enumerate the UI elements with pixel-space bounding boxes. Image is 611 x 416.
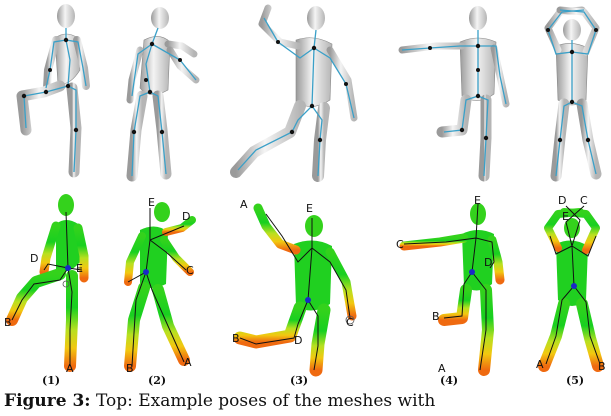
joint-label: E bbox=[306, 202, 313, 215]
distance-map-3: A E B D C bbox=[232, 198, 354, 370]
joint-label: D bbox=[294, 334, 302, 347]
joint-label: D bbox=[484, 256, 492, 269]
distance-map-2: E D C B A bbox=[126, 196, 194, 375]
mesh-pose-4 bbox=[402, 6, 506, 176]
joint-label: B bbox=[232, 332, 240, 345]
distance-map-4: E C D B A bbox=[396, 194, 500, 375]
joint-label: C bbox=[186, 264, 194, 277]
distance-map-5: D C E A B bbox=[536, 194, 606, 373]
joint-label: D bbox=[182, 210, 190, 223]
joint-label: B bbox=[432, 310, 440, 323]
joint-label: B bbox=[4, 316, 12, 329]
panel-label-3: (3) bbox=[290, 374, 308, 387]
joint-label: C bbox=[396, 238, 404, 251]
joint-label: C bbox=[580, 194, 588, 207]
mesh-pose-3 bbox=[236, 6, 354, 176]
figure-caption-label: Figure 3: bbox=[4, 391, 91, 411]
figure-caption: Figure 3: Top: Example poses of the mesh… bbox=[4, 390, 607, 412]
joint-label: A bbox=[184, 356, 192, 369]
joint-label: D bbox=[30, 252, 38, 265]
figure-caption-text: Top: Example poses of the meshes with bbox=[96, 391, 435, 411]
joint-label: E bbox=[148, 196, 155, 209]
mesh-pose-1 bbox=[22, 4, 86, 172]
mesh-pose-2 bbox=[130, 7, 196, 176]
joint-label: D bbox=[558, 194, 566, 207]
joint-label: C bbox=[346, 316, 354, 329]
panel-label-1: (1) bbox=[42, 374, 60, 387]
joint-label: E bbox=[562, 210, 569, 223]
joint-label: E bbox=[76, 262, 83, 275]
distance-map-1: D E B A bbox=[4, 194, 84, 375]
panel-label-2: (2) bbox=[148, 374, 166, 387]
panel-label-4: (4) bbox=[440, 374, 458, 387]
panel-label-5: (5) bbox=[566, 374, 584, 387]
mesh-pose-5 bbox=[546, 10, 598, 176]
joint-label: E bbox=[474, 194, 481, 207]
joint-label: B bbox=[598, 360, 606, 373]
joint-label: B bbox=[126, 362, 134, 375]
joint-label: A bbox=[66, 362, 74, 375]
joint-label: A bbox=[240, 198, 248, 211]
joint-label: A bbox=[536, 358, 544, 371]
